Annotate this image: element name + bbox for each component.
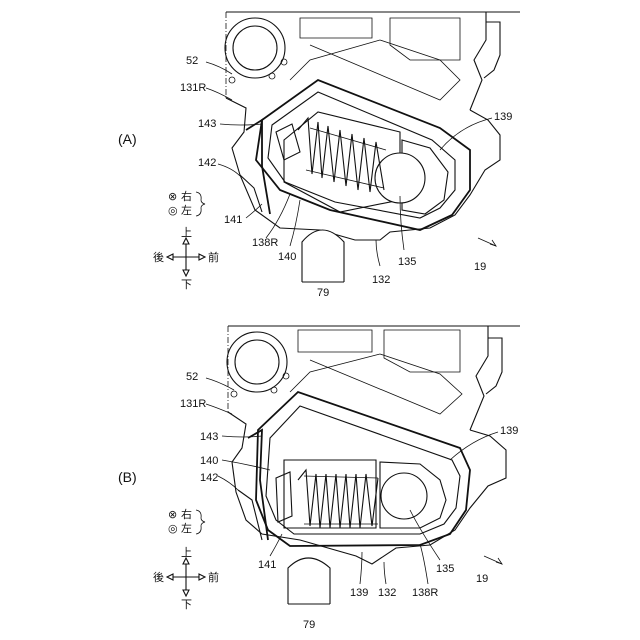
- panel-b-direction-arrows: 上 下 後 前: [153, 546, 219, 611]
- ref-140-b: 140: [200, 455, 218, 467]
- panel-a: (A): [118, 12, 520, 299]
- panel-a-legend: ⊗ 右 ◎ 左: [168, 189, 205, 217]
- ref-132-b: 132: [378, 587, 396, 599]
- panel-a-holder: [240, 80, 470, 230]
- panel-b-legend: ⊗ 右 ◎ 左: [168, 507, 205, 535]
- ref-138r-b: 138R: [412, 587, 438, 599]
- right-symbol-b: ⊗: [168, 508, 177, 521]
- ref-138r: 138R: [252, 237, 278, 249]
- left-label: 左: [181, 204, 192, 217]
- direction-up: 上: [181, 226, 192, 239]
- ball-135-b: [381, 473, 427, 519]
- ref-19: 19: [474, 261, 486, 273]
- right-label-b: 右: [181, 507, 192, 521]
- direction-front-b: 前: [208, 570, 219, 584]
- panel-b-label: (B): [118, 469, 137, 485]
- ref-141-b: 141: [258, 559, 276, 571]
- panel-b-holder: [238, 392, 470, 546]
- direction-back-b: 後: [153, 570, 164, 584]
- ref-131r-b: 131R: [180, 398, 206, 410]
- ref-19-b: 19: [476, 573, 488, 585]
- ref-52-b: 52: [186, 371, 198, 383]
- left-label-b: 左: [181, 522, 192, 535]
- direction-down-b: 下: [181, 598, 192, 611]
- ref-143-b: 143: [200, 431, 218, 443]
- ref-142: 142: [198, 157, 216, 169]
- ref-142-b: 142: [200, 472, 218, 484]
- ref-135: 135: [398, 256, 416, 268]
- panel-b: (B): [118, 326, 520, 631]
- ref-139: 139: [494, 111, 512, 123]
- ref-143: 143: [198, 118, 216, 130]
- ref-139a-b: 139: [350, 587, 368, 599]
- direction-up-b: 上: [181, 546, 192, 559]
- direction-down: 下: [181, 278, 192, 291]
- panel-a-cam-79: [302, 230, 344, 282]
- right-label: 右: [181, 189, 192, 203]
- ref-79: 79: [317, 287, 329, 299]
- panel-b-cam-79: [288, 558, 330, 604]
- ref-140: 140: [278, 251, 296, 263]
- direction-front: 前: [208, 250, 219, 264]
- panel-a-direction-arrows: 上 下 後 前: [153, 226, 219, 291]
- ref-52: 52: [186, 55, 198, 67]
- left-symbol: ◎: [168, 204, 178, 217]
- ref-79-b: 79: [303, 619, 315, 631]
- right-symbol: ⊗: [168, 190, 177, 203]
- ref-141: 141: [224, 214, 242, 226]
- direction-back: 後: [153, 250, 164, 264]
- ref-132: 132: [372, 274, 390, 286]
- panel-b-leaders: [206, 378, 502, 584]
- ref-135-b: 135: [436, 563, 454, 575]
- panel-a-label: (A): [118, 131, 137, 147]
- ref-139b-b: 139: [500, 425, 518, 437]
- ref-131r: 131R: [180, 82, 206, 94]
- left-symbol-b: ◎: [168, 522, 178, 535]
